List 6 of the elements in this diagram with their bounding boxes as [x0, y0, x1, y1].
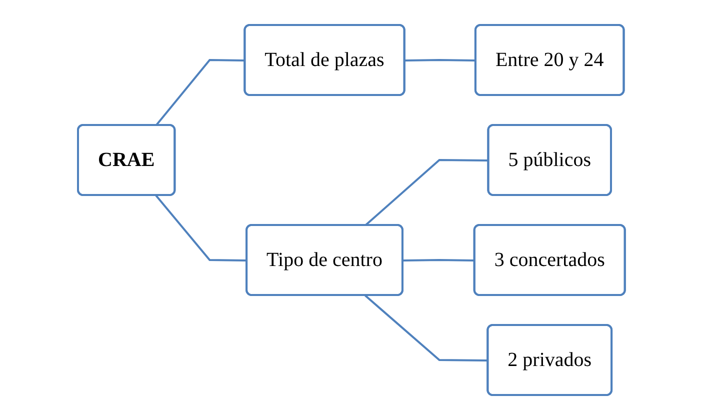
connector	[404, 58, 476, 61]
connector	[364, 158, 489, 226]
connector	[155, 58, 246, 126]
connector	[155, 194, 248, 261]
connector	[364, 294, 488, 361]
connector	[403, 258, 475, 261]
